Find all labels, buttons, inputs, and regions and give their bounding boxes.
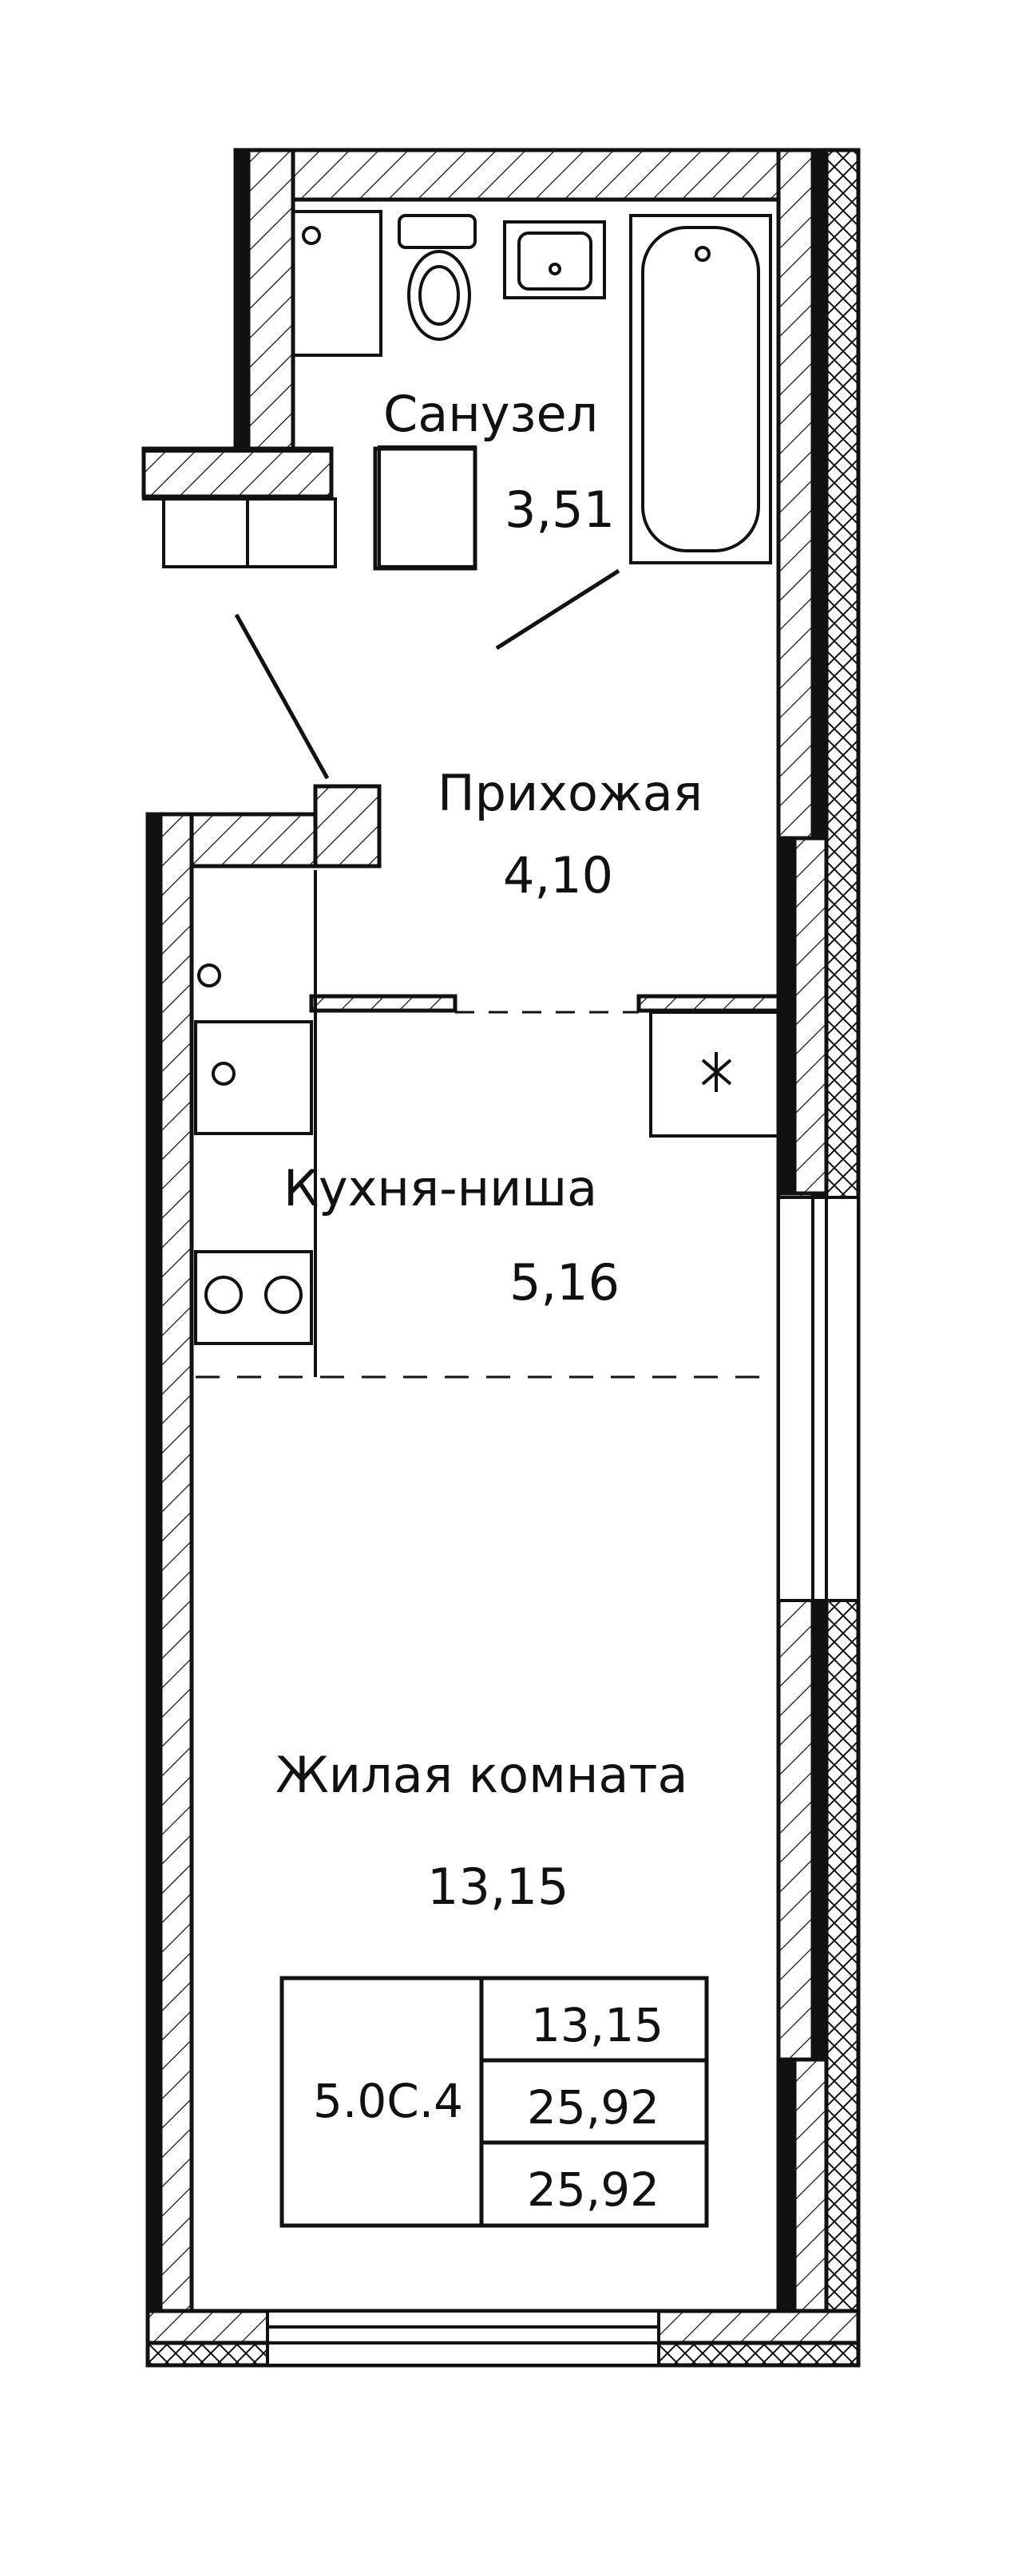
room-area-kitchen: 5,16 xyxy=(509,1253,620,1312)
apartment-code: 5.0С.4 xyxy=(313,2074,463,2128)
stove-icon xyxy=(194,1250,313,1345)
fixtures xyxy=(142,210,780,1379)
room-area-bathroom: 3,51 xyxy=(505,481,615,539)
room-area-living: 13,15 xyxy=(427,1858,569,1916)
table-value-1: 13,15 xyxy=(531,1998,664,2052)
room-name-kitchen: Кухня-ниша xyxy=(283,1159,597,1217)
boiler-box xyxy=(291,210,382,357)
water-riser-icon xyxy=(197,964,221,987)
wall-top xyxy=(233,148,781,202)
table-value-2: 25,92 xyxy=(527,2080,660,2135)
windows xyxy=(266,1196,860,2367)
window-right xyxy=(777,1196,860,1602)
room-name-living: Жилая комната xyxy=(275,1746,688,1804)
fridge-icon xyxy=(194,1020,313,1135)
room-name-hallway: Прихожая xyxy=(438,764,703,822)
apartment-table: 5.0С.4 13,15 25,92 25,92 xyxy=(279,1976,709,2228)
room-labels: Санузел 3,51 Прихожая 4,10 Кухня-ниша 5,… xyxy=(275,385,703,1916)
vent-icon xyxy=(649,1011,780,1138)
sink-icon xyxy=(503,220,606,299)
bathtub-icon xyxy=(629,214,772,564)
washer-box xyxy=(378,445,477,568)
entry-door xyxy=(234,613,330,780)
room-name-bathroom: Санузел xyxy=(383,385,598,443)
table-value-3: 25,92 xyxy=(527,2162,660,2217)
window-bottom xyxy=(266,2309,660,2367)
bathroom-door xyxy=(495,568,620,651)
toilet-icon xyxy=(398,214,477,341)
room-area-hallway: 4,10 xyxy=(503,846,613,904)
